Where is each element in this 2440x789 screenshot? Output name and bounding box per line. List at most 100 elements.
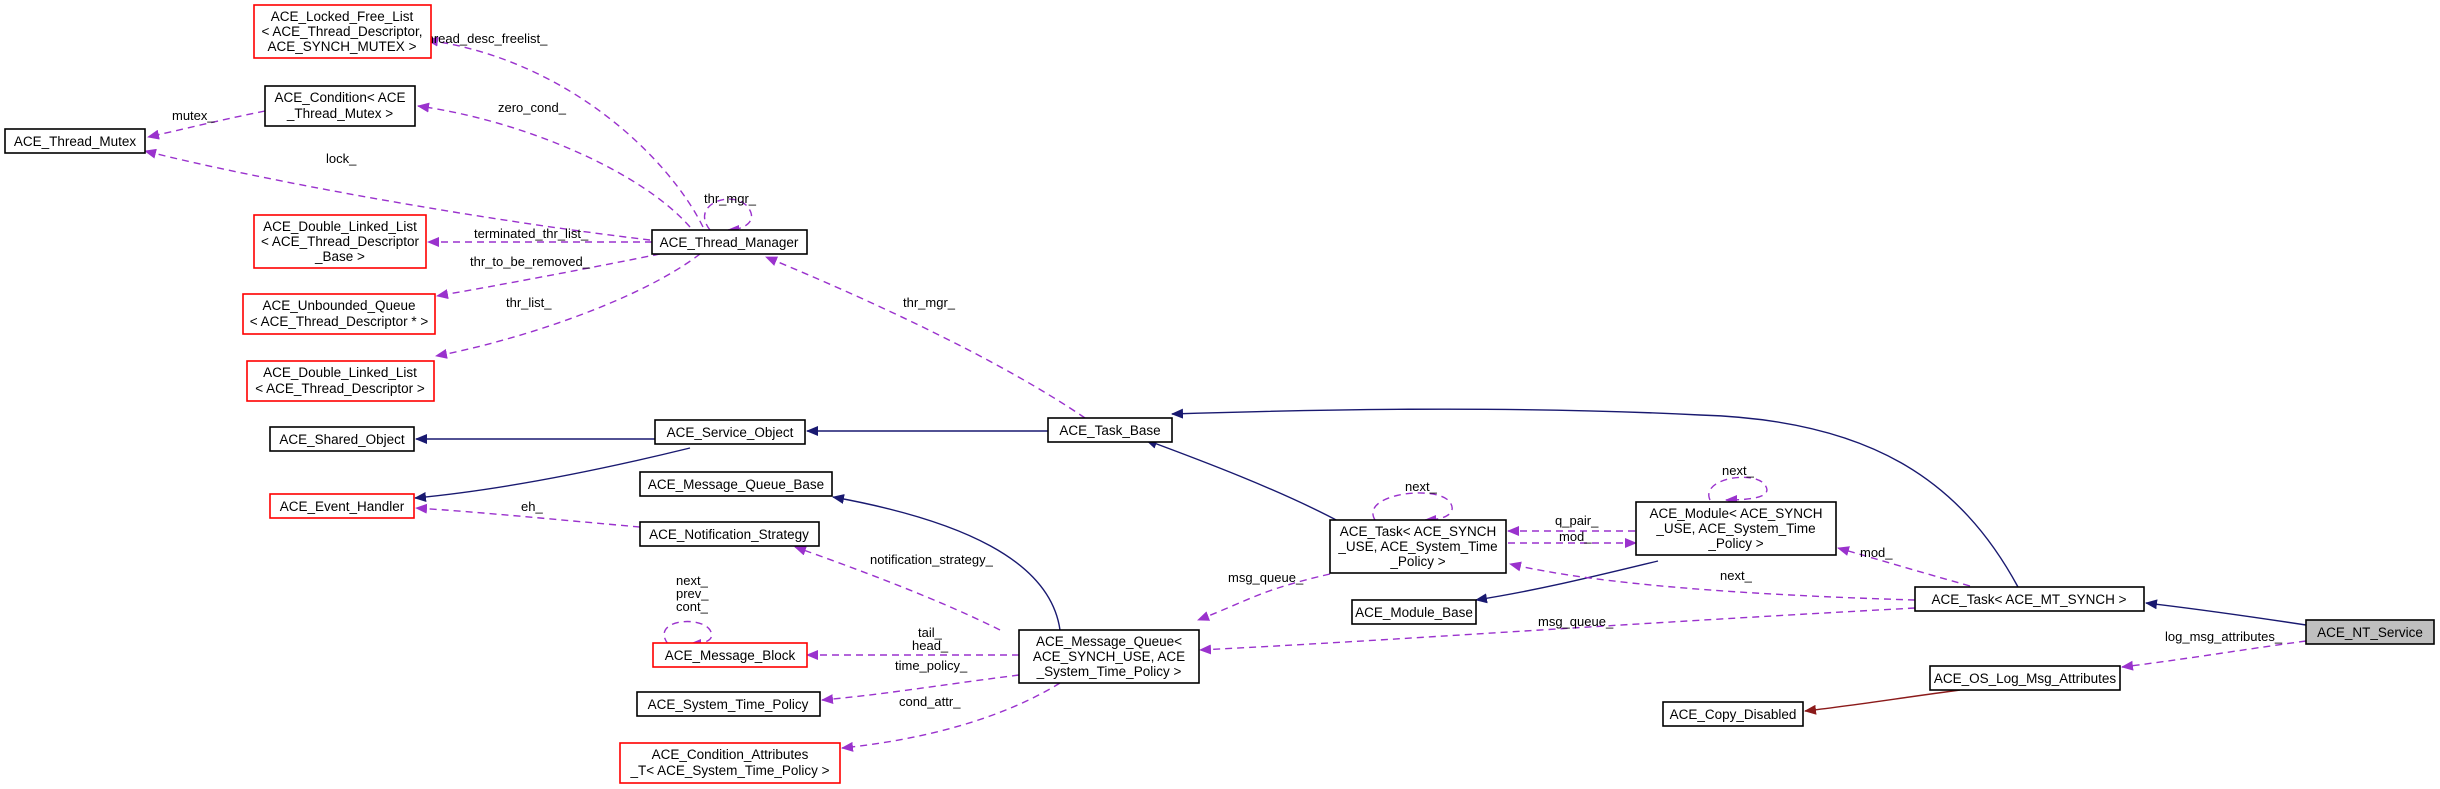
label-prev: prev_ <box>676 586 709 601</box>
label-thr-list: thr_list_ <box>506 295 552 310</box>
edge-zero-cond <box>417 102 691 228</box>
edge-msg-queue-mt <box>1199 607 1916 655</box>
label-eh: eh_ <box>521 499 543 514</box>
edge-message-queue-base <box>832 494 1061 631</box>
edge-next-module-self <box>1708 476 1768 505</box>
svg-text:ACE_Double_Linked_List: ACE_Double_Linked_List <box>263 365 417 380</box>
node-condition-attributes[interactable]: ACE_Condition_Attributes _T< ACE_System_… <box>619 742 841 784</box>
svg-text:ACE_Double_Linked_List: ACE_Double_Linked_List <box>263 219 417 234</box>
svg-text:_Base >: _Base > <box>314 249 365 264</box>
svg-text:ACE_Message_Block: ACE_Message_Block <box>665 648 796 663</box>
node-condition-mutex[interactable]: ACE_Condition< ACE _Thread_Mutex > <box>264 85 416 127</box>
edge-log-msg-attributes <box>2121 640 2307 671</box>
svg-text:_USE, ACE_System_Time: _USE, ACE_System_Time <box>1337 539 1497 554</box>
label-msg-queue-mt: msg_queue_ <box>1538 614 1614 629</box>
edges <box>144 36 2307 752</box>
label-mod-back: mod_ <box>1559 529 1592 544</box>
svg-text:_Thread_Mutex >: _Thread_Mutex > <box>286 106 393 121</box>
svg-text:ACE_Module_Base: ACE_Module_Base <box>1355 605 1473 620</box>
svg-text:< ACE_Thread_Descriptor * >: < ACE_Thread_Descriptor * > <box>250 314 429 329</box>
node-os-log-msg-attributes[interactable]: ACE_OS_Log_Msg_Attributes <box>1929 665 2121 691</box>
svg-text:ACE_SYNCH_USE, ACE: ACE_SYNCH_USE, ACE <box>1033 649 1185 664</box>
svg-text:ACE_Shared_Object: ACE_Shared_Object <box>279 432 405 447</box>
node-copy-disabled[interactable]: ACE_Copy_Disabled <box>1662 701 1804 727</box>
label-q-pair: q_pair_ <box>1555 513 1599 528</box>
svg-text:ACE_Notification_Strategy: ACE_Notification_Strategy <box>649 527 809 542</box>
node-thread-manager[interactable]: ACE_Thread_Manager <box>651 229 808 255</box>
edge-next-task-self <box>1372 492 1453 525</box>
node-message-block[interactable]: ACE_Message_Block <box>652 642 808 668</box>
svg-text:ACE_Unbounded_Queue: ACE_Unbounded_Queue <box>262 298 415 313</box>
node-message-queue-base[interactable]: ACE_Message_Queue_Base <box>639 471 833 497</box>
label-next-task: next_ <box>1720 568 1753 583</box>
edge-lock <box>144 148 651 241</box>
node-notification-strategy[interactable]: ACE_Notification_Strategy <box>639 521 820 547</box>
edge-next-task <box>1509 561 1916 601</box>
svg-text:_Policy >: _Policy > <box>1389 554 1445 569</box>
label-terminated-thr-list: terminated_thr_list_ <box>474 226 589 241</box>
edge-module-module-base <box>1475 560 1659 604</box>
node-event-handler[interactable]: ACE_Event_Handler <box>269 493 415 519</box>
edge-thr-mgr-self <box>703 198 753 235</box>
edge-notification-strategy <box>794 545 1001 631</box>
svg-text:ACE_Locked_Free_List: ACE_Locked_Free_List <box>271 9 414 24</box>
label-next: next_ <box>676 573 709 588</box>
label-log-msg-attributes: log_msg_attributes_ <box>2165 629 2283 644</box>
node-system-time-policy[interactable]: ACE_System_Time_Policy <box>636 691 821 717</box>
label-msg-queue-task: msg_queue_ <box>1228 570 1304 585</box>
edge-thr-to-be-removed <box>436 253 661 300</box>
edge-task-mt-task-base <box>1171 408 2019 588</box>
svg-text:ACE_SYNCH_MUTEX >: ACE_SYNCH_MUTEX > <box>268 39 417 54</box>
node-task-mt-synch[interactable]: ACE_Task< ACE_MT_SYNCH > <box>1914 586 2145 612</box>
edge-msg-queue-task <box>1197 573 1331 621</box>
node-nt-service[interactable]: ACE_NT_Service <box>2305 619 2435 645</box>
label-notification-strategy: notification_strategy_ <box>870 552 994 567</box>
svg-text:ACE_Module< ACE_SYNCH: ACE_Module< ACE_SYNCH <box>1650 506 1823 521</box>
node-shared-object[interactable]: ACE_Shared_Object <box>269 426 415 452</box>
edge-cond-attr <box>841 682 1061 752</box>
label-head: head_ <box>912 638 949 653</box>
label-thr-to-be-removed: thr_to_be_removed_ <box>470 254 591 269</box>
node-double-linked-list[interactable]: ACE_Double_Linked_List < ACE_Thread_Desc… <box>246 360 435 402</box>
edge-eh <box>415 503 641 528</box>
edge-thr-mgr <box>765 256 1086 419</box>
svg-text:ACE_Event_Handler: ACE_Event_Handler <box>280 499 405 514</box>
label-thread-desc-freelist: thread_desc_freelist_ <box>423 31 548 46</box>
label-mutex: mutex_ <box>172 108 215 123</box>
label-next-module-self: next_ <box>1722 463 1755 478</box>
svg-text:ACE_Message_Queue_Base: ACE_Message_Queue_Base <box>648 477 824 492</box>
svg-text:ACE_System_Time_Policy: ACE_System_Time_Policy <box>648 697 809 712</box>
svg-text:< ACE_Thread_Descriptor: < ACE_Thread_Descriptor <box>261 234 419 249</box>
edge-nt-service-task-mt <box>2145 599 2307 626</box>
svg-text:< ACE_Thread_Descriptor >: < ACE_Thread_Descriptor > <box>255 381 425 396</box>
edge-mod <box>1837 546 1971 587</box>
node-module-base[interactable]: ACE_Module_Base <box>1351 599 1477 625</box>
edge-task-synch-task-base <box>1145 439 1341 523</box>
node-task-synch-use[interactable]: ACE_Task< ACE_SYNCH _USE, ACE_System_Tim… <box>1329 519 1507 574</box>
svg-text:ACE_Condition< ACE: ACE_Condition< ACE <box>275 90 406 105</box>
svg-text:ACE_Service_Object: ACE_Service_Object <box>667 425 794 440</box>
node-double-linked-list-base[interactable]: ACE_Double_Linked_List < ACE_Thread_Desc… <box>253 214 427 269</box>
edge-service-object-event-handler <box>414 447 691 502</box>
node-thread-mutex[interactable]: ACE_Thread_Mutex <box>4 128 146 154</box>
svg-text:ACE_Thread_Mutex: ACE_Thread_Mutex <box>14 134 137 149</box>
node-service-object[interactable]: ACE_Service_Object <box>654 419 806 445</box>
node-unbounded-queue[interactable]: ACE_Unbounded_Queue < ACE_Thread_Descrip… <box>242 293 436 335</box>
label-lock: lock_ <box>326 151 357 166</box>
nodes: ACE_Locked_Free_List < ACE_Thread_Descri… <box>4 4 2435 784</box>
node-module[interactable]: ACE_Module< ACE_SYNCH _USE, ACE_System_T… <box>1635 501 1837 556</box>
node-task-base[interactable]: ACE_Task_Base <box>1047 417 1173 443</box>
label-mod: mod_ <box>1860 545 1893 560</box>
edge-time-policy <box>821 674 1020 705</box>
edge-next-prev-cont <box>663 620 713 649</box>
svg-text:ACE_Task< ACE_MT_SYNCH >: ACE_Task< ACE_MT_SYNCH > <box>1931 592 2126 607</box>
edge-mutex <box>147 110 266 140</box>
svg-text:_Policy >: _Policy > <box>1707 536 1763 551</box>
edge-labels: thread_desc_freelist_ zero_cond_ mutex_ … <box>172 31 2283 709</box>
label-cond-attr: cond_attr_ <box>899 694 961 709</box>
svg-text:_T< ACE_System_Time_Policy >: _T< ACE_System_Time_Policy > <box>629 763 829 778</box>
svg-text:_System_Time_Policy >: _System_Time_Policy > <box>1036 664 1182 679</box>
node-locked-free-list[interactable]: ACE_Locked_Free_List < ACE_Thread_Descri… <box>253 4 432 59</box>
node-message-queue[interactable]: ACE_Message_Queue< ACE_SYNCH_USE, ACE _S… <box>1018 629 1200 684</box>
